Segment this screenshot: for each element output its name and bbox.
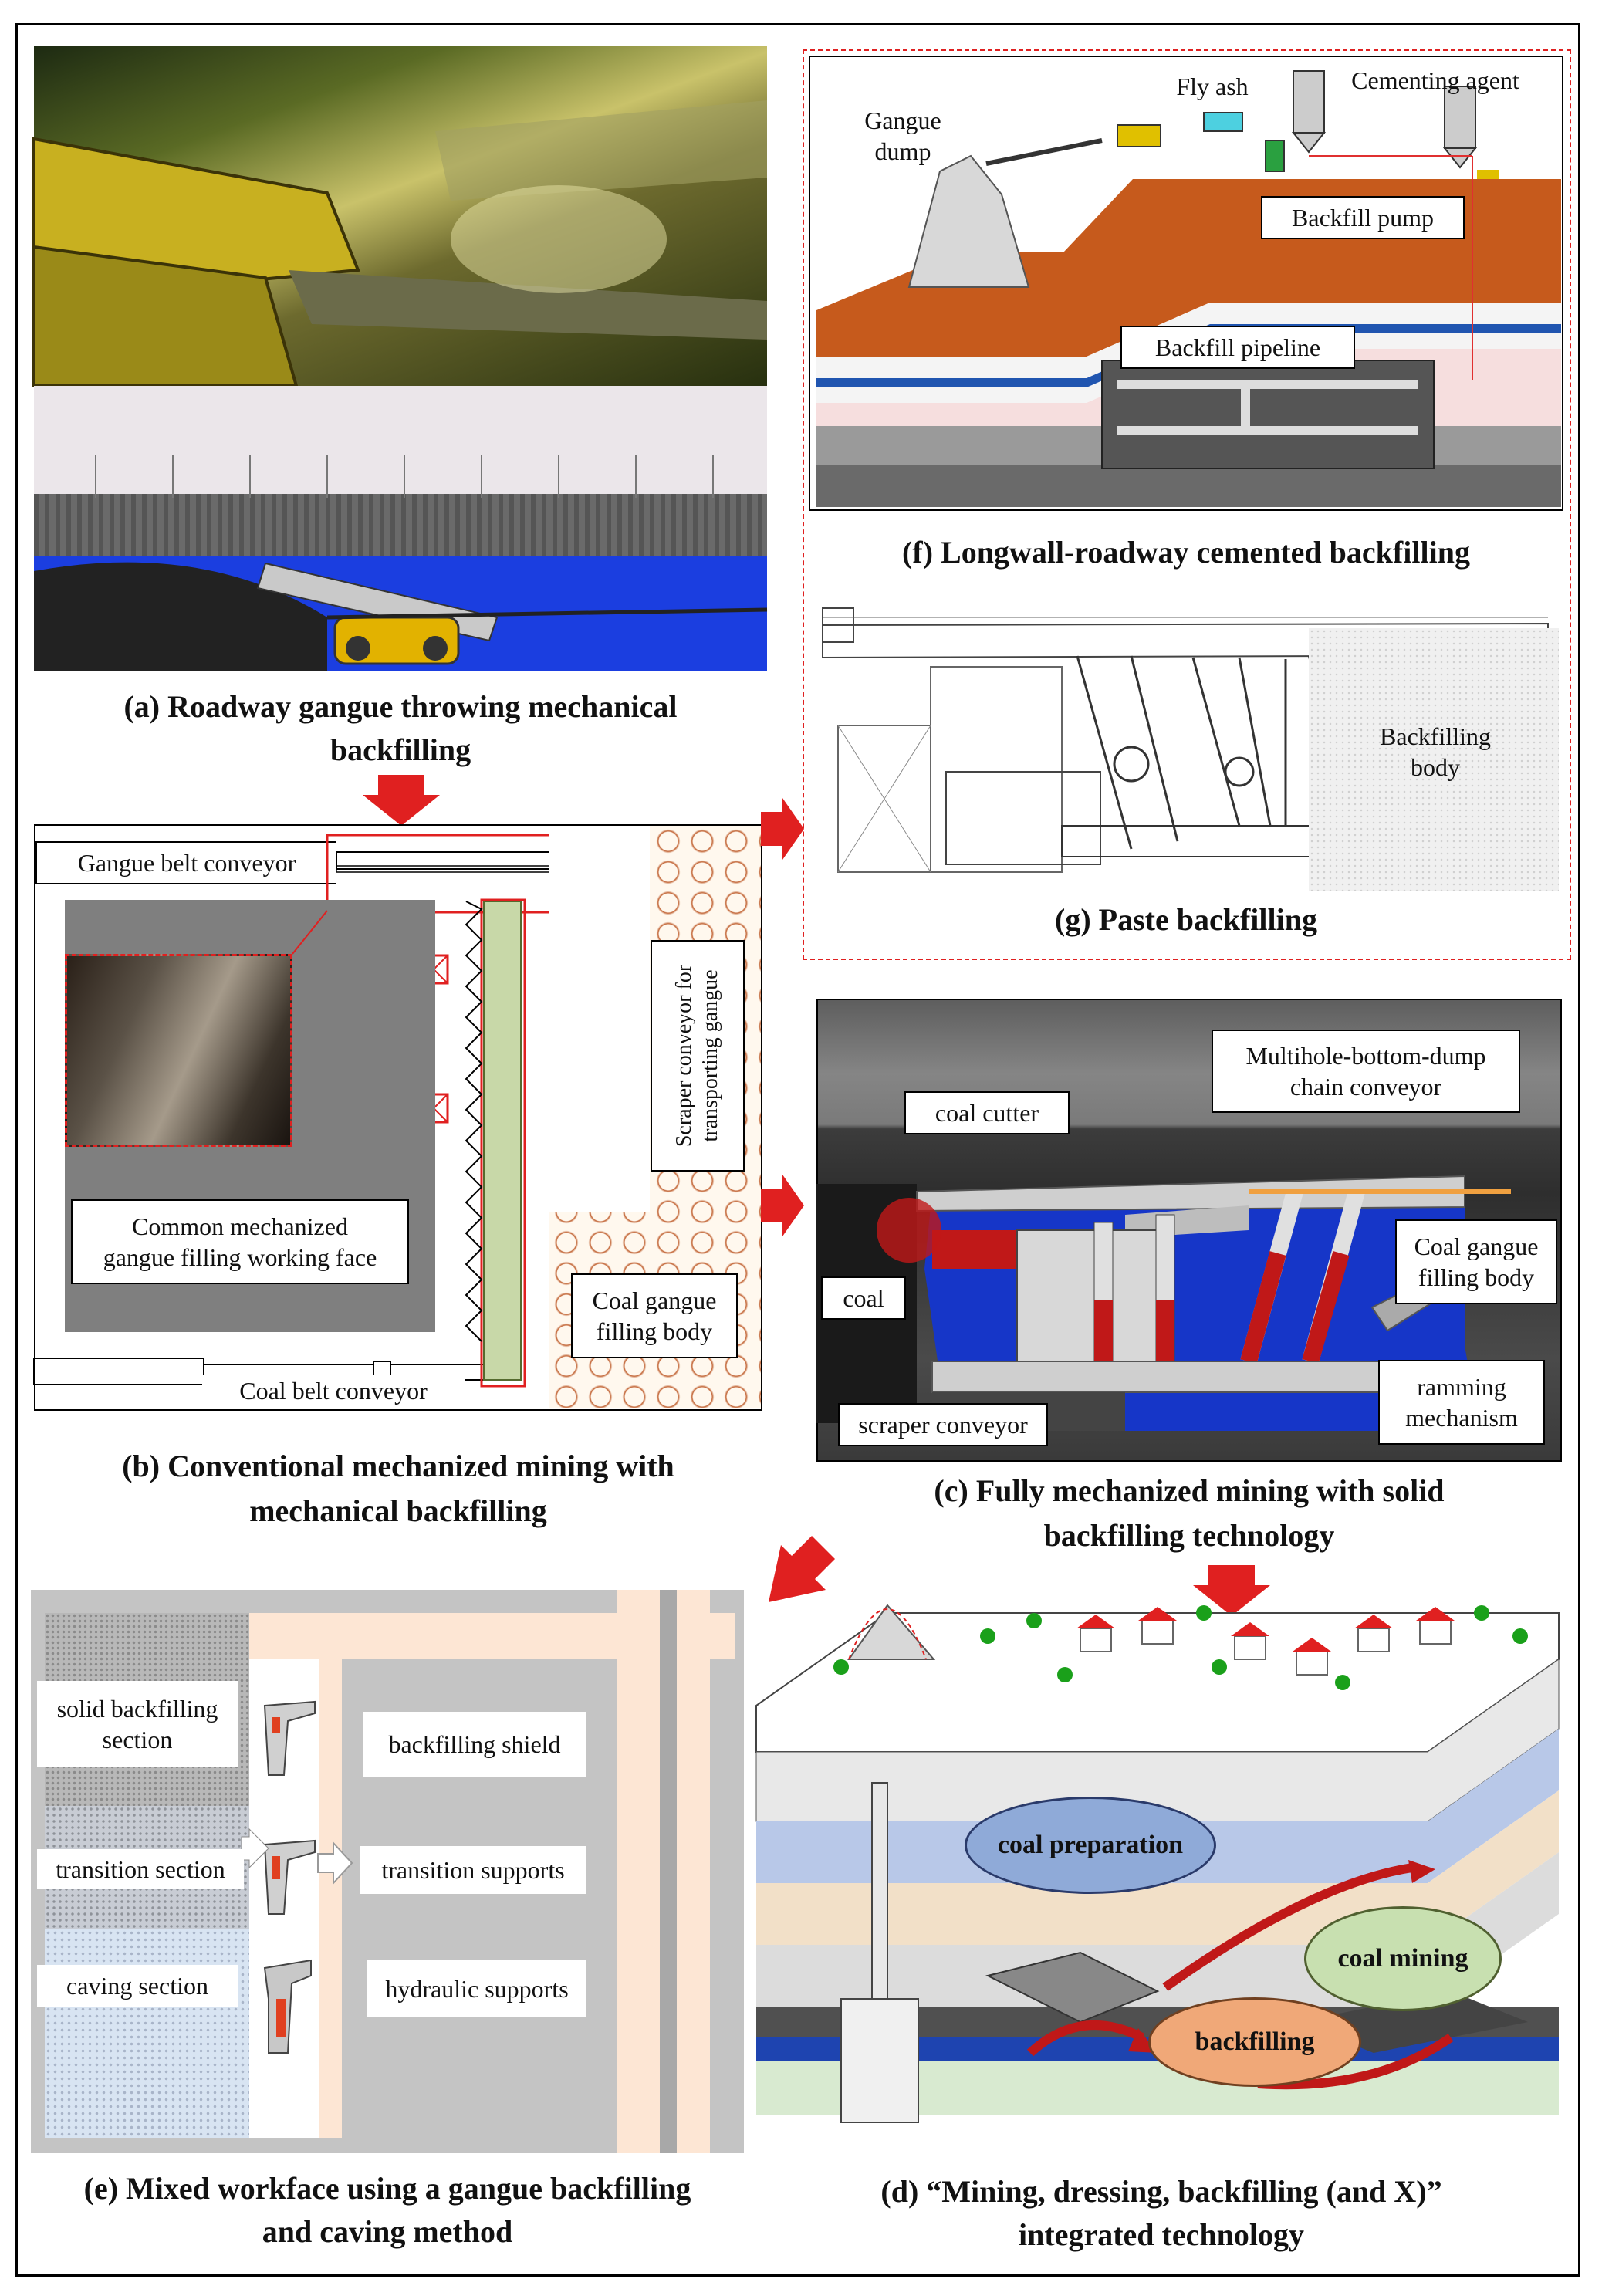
panel-b-caption-line2: mechanical backfilling	[249, 1493, 547, 1528]
coal-belt-conveyor-label: Coal belt conveyor	[202, 1375, 465, 1406]
panel-e-supports	[241, 1700, 316, 2054]
face-label: Common mechanized gangue filling working…	[71, 1199, 409, 1284]
ramming-mechanism-line2: mechanism	[1405, 1404, 1518, 1432]
panel-g-body-label: Backfilling body	[1343, 721, 1528, 783]
chain-conveyor-label: Multihole-bottom-dump chain conveyor	[1212, 1030, 1520, 1113]
solid-backfilling-line2: section	[102, 1726, 173, 1753]
face-label-line1: Common mechanized	[132, 1212, 348, 1240]
chain-conveyor-line1: Multihole-bottom-dump	[1245, 1042, 1486, 1070]
panel-d-caption-line1: (d) “Mining, dressing, backfilling (and …	[880, 2174, 1442, 2209]
panel-fg-dashed-box	[803, 49, 1571, 960]
gangue-belt-conveyor-label: Gangue belt conveyor	[35, 841, 336, 884]
gangue-dump-line1: Gangue	[864, 107, 941, 134]
gangue-dump-line2: dump	[874, 137, 931, 165]
backfill-pipeline-label: Backfill pipeline	[1120, 326, 1355, 369]
coal-preparation-node: coal preparation	[965, 1797, 1216, 1894]
solid-backfilling-section-label: solid backfilling section	[37, 1681, 238, 1767]
panel-f-caption: (f) Longwall-roadway cemented backfillin…	[902, 535, 1470, 570]
panel-a-backfill-machine	[34, 455, 768, 671]
panel-a-roof-strata	[34, 494, 767, 556]
ramming-mechanism-label: ramming mechanism	[1378, 1360, 1545, 1445]
panel-e-arrow	[317, 1841, 353, 1885]
panel-e-corridor	[319, 1659, 342, 2138]
panel-b-caption-line1: (b) Conventional mechanized mining with	[122, 1449, 674, 1483]
panel-e-right-road-gap	[660, 1590, 677, 2153]
panel-g-backfilling-body	[1309, 628, 1559, 891]
ramming-mechanism-line1: ramming	[1417, 1373, 1506, 1401]
panel-c-support	[816, 1175, 1519, 1431]
panel-b-filling-body-line1: Coal gangue	[592, 1287, 717, 1314]
panel-a-photo-machinery	[32, 100, 767, 387]
panel-c-caption-line1: (c) Fully mechanized mining with solid	[934, 1473, 1445, 1508]
panel-a-caption-line1: (a) Roadway gangue throwing mechanical	[123, 689, 678, 724]
panel-b-face-photo	[65, 954, 292, 1147]
panel-c-filling-line2: filling body	[1418, 1263, 1535, 1291]
panel-g-body-line1: Backfilling	[1380, 722, 1491, 750]
panel-g-body-line2: body	[1411, 753, 1460, 781]
caving-section-label: caving section	[37, 1965, 238, 2007]
panel-a-caption-line2: backfilling	[330, 732, 471, 767]
scraper-conveyor-text: Scraper conveyor for transporting gangue	[672, 964, 722, 1148]
coal-cutter-label: coal cutter	[904, 1091, 1070, 1134]
panel-c-caption-line2: backfilling technology	[1043, 1518, 1335, 1553]
transition-supports-label: transition supports	[360, 1846, 586, 1894]
scraper-conveyor-label: Scraper conveyor for transporting gangue	[651, 940, 745, 1172]
arrow-a-to-b	[363, 775, 440, 826]
panel-e-caving-section	[45, 1929, 249, 2138]
panel-e-caption-line2: and caving method	[262, 2214, 513, 2249]
panel-c-filling-line1: Coal gangue	[1414, 1233, 1539, 1260]
gangue-dump-label: Gangue dump	[849, 105, 957, 167]
arrow-d-to-e	[769, 1536, 835, 1602]
panel-c-scraper-label: scraper conveyor	[838, 1403, 1048, 1446]
hydraulic-supports-label: hydraulic supports	[367, 1960, 586, 2017]
cementing-agent-label: Cementing agent	[1351, 66, 1519, 94]
coal-mining-node: coal mining	[1304, 1906, 1502, 2011]
chain-conveyor-line2: chain conveyor	[1289, 1073, 1442, 1101]
panel-b-filling-body-line2: filling body	[596, 1317, 713, 1345]
arrow-c-to-d	[1193, 1565, 1270, 1616]
figure-frame	[15, 23, 1580, 2277]
panel-c-filling-label: Coal gangue filling body	[1395, 1219, 1557, 1304]
arrow-b-to-g	[761, 798, 804, 860]
panel-g-caption: (g) Paste backfilling	[1055, 902, 1317, 937]
backfilling-node: backfilling	[1148, 1997, 1361, 2087]
panel-b-gangue-notch	[549, 826, 650, 1212]
panel-e-caption-line1: (e) Mixed workface using a gangue backfi…	[83, 2171, 691, 2206]
panel-d-caption-line2: integrated technology	[1019, 2217, 1304, 2252]
panel-b-filling-body-label: Coal gangue filling body	[571, 1273, 738, 1358]
arrow-b-to-c	[761, 1175, 804, 1236]
transition-section-label: transition section	[37, 1849, 244, 1889]
fly-ash-label: Fly ash	[1176, 73, 1249, 100]
backfill-pump-label: Backfill pump	[1261, 196, 1465, 239]
solid-backfilling-line1: solid backfilling	[56, 1695, 218, 1723]
face-label-line2: gangue filling working face	[103, 1243, 377, 1271]
coal-label: coal	[821, 1276, 906, 1320]
backfilling-shield-label: backfilling shield	[363, 1712, 586, 1777]
